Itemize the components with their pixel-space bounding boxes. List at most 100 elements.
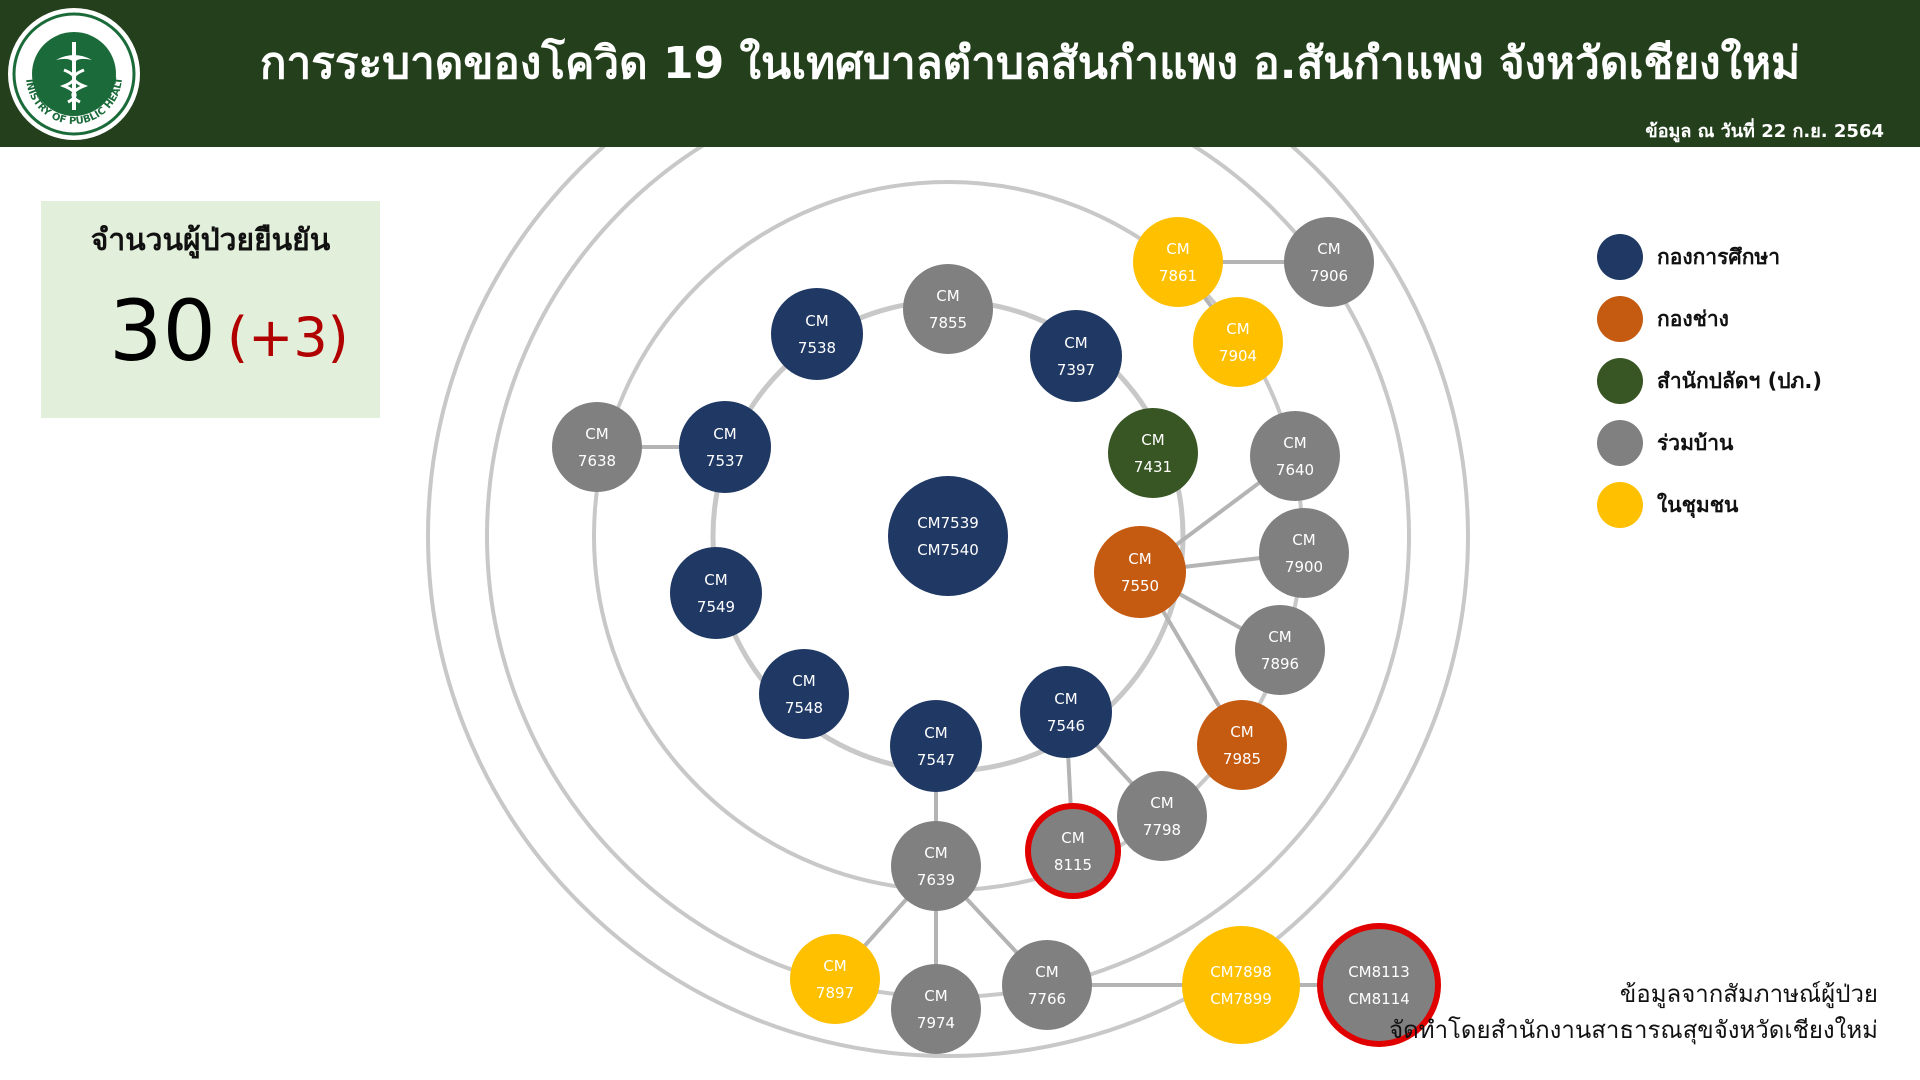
legend-item-community: ในชุมชน <box>1597 474 1897 536</box>
case-node-circle <box>1108 408 1198 498</box>
case-node-label: CM 7549 <box>697 571 735 616</box>
case-node-circle <box>670 547 762 639</box>
case-node-label: CM 7550 <box>1121 550 1159 595</box>
case-node-label-line: CM <box>1317 240 1340 258</box>
case-node-circle <box>1284 217 1374 307</box>
case-node-label-line: 7897 <box>816 984 854 1002</box>
case-node-label-line: CM7899 <box>1210 990 1272 1008</box>
case-node-label-line: 7904 <box>1219 347 1257 365</box>
legend-item-engineering: กองช่าง <box>1597 288 1897 350</box>
case-node-circle <box>759 649 849 739</box>
case-node-circle <box>1002 940 1092 1030</box>
case-node-label-line: 7861 <box>1159 267 1197 285</box>
data-date: ข้อมูล ณ วันที่ 22 ก.ย. 2564 <box>1645 121 1884 142</box>
legend-swatch-engineering <box>1597 296 1643 342</box>
case-node-label-line: 7640 <box>1276 461 1314 479</box>
case-node-7861: CM 7861 <box>1133 217 1223 307</box>
case-node-label-line: CM7540 <box>917 541 979 559</box>
legend-label-engineering: กองช่าง <box>1657 306 1729 331</box>
case-node-label-line: CM <box>585 425 608 443</box>
case-node-label-line: CM <box>1061 829 1084 847</box>
case-node-7538: CM 7538 <box>771 288 863 380</box>
confirmed-count-value: 30 <box>109 282 216 380</box>
case-node-label-line: 7766 <box>1028 990 1066 1008</box>
case-node-circle <box>1235 605 1325 695</box>
case-node-label-line: 7431 <box>1134 458 1172 476</box>
case-node-label-line: 7855 <box>929 314 967 332</box>
case-node-label: CM 7638 <box>578 425 616 470</box>
case-node-label-line: 7538 <box>798 339 836 357</box>
case-node-label-line: 7549 <box>697 598 735 616</box>
case-node-label-line: CM8113 <box>1348 963 1410 981</box>
case-node-circle <box>1197 700 1287 790</box>
case-node-label-line: 7974 <box>917 1014 955 1032</box>
case-node-circle <box>1133 217 1223 307</box>
case-node-label-line: CM <box>1230 723 1253 741</box>
case-node-circle <box>1323 929 1435 1041</box>
case-node-label-line: 7548 <box>785 699 823 717</box>
case-node-label-line: CM <box>1035 963 1058 981</box>
case-node-label-line: 8115 <box>1054 856 1092 874</box>
case-node-label: CM 7861 <box>1159 240 1197 285</box>
case-node-label-line: CM <box>805 312 828 330</box>
legend-swatch-community <box>1597 482 1643 528</box>
case-node-circle <box>1030 310 1122 402</box>
case-node-label-line: CM <box>1128 550 1151 568</box>
case-node-label-line: CM <box>1226 320 1249 338</box>
case-node-7549: CM 7549 <box>670 547 762 639</box>
legend-item-education: กองการศึกษา <box>1597 226 1897 288</box>
case-node-circle <box>679 401 771 493</box>
ministry-of-public-health-seal-icon: MINISTRY OF PUBLIC HEALTH <box>6 6 140 140</box>
case-node-label-line: CM <box>1166 240 1189 258</box>
legend-label-community: ในชุมชน <box>1657 492 1739 517</box>
footer-credits: ข้อมูลจากสัมภาษณ์ผู้ป่วย จัดทำโดยสำนักงา… <box>1389 976 1878 1048</box>
case-node-label-line: CM7539 <box>917 514 979 532</box>
case-node-label-line: CM <box>924 724 947 742</box>
case-node-circle <box>1094 526 1186 618</box>
confirmed-count-label: จำนวนผู้ป่วยยืนยัน <box>90 223 331 258</box>
case-node-label-line: CM <box>1268 628 1291 646</box>
case-node-label-line: CM <box>1150 794 1173 812</box>
case-node-label-line: 7638 <box>578 452 616 470</box>
legend: กองการศึกษา กองช่าง สำนักปลัดฯ (ปภ.) ร่ว… <box>1597 226 1897 536</box>
case-node-label: CM 7538 <box>798 312 836 357</box>
case-node-circle <box>1182 926 1300 1044</box>
case-node-label: CM 7904 <box>1219 320 1257 365</box>
case-node-circle <box>790 934 880 1024</box>
case-node-circle <box>1031 809 1115 893</box>
case-node-circle <box>552 402 642 492</box>
case-node-label-line: CM <box>704 571 727 589</box>
case-node-circle <box>1117 771 1207 861</box>
legend-item-office: สำนักปลัดฯ (ปภ.) <box>1597 350 1897 412</box>
case-node-label: CM 7766 <box>1028 963 1066 1008</box>
case-node-label-line: CM <box>1054 690 1077 708</box>
case-node-label-line: 7550 <box>1121 577 1159 595</box>
confirmed-count-panel: จำนวนผู้ป่วยยืนยัน 30 (+3) <box>41 201 380 418</box>
case-node-label-line: 7900 <box>1285 558 1323 576</box>
